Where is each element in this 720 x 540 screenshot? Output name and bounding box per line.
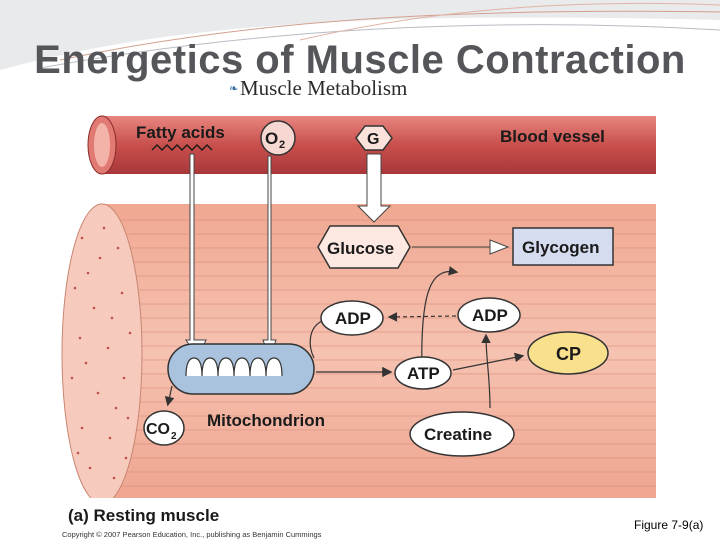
glycogen-arrow — [412, 239, 510, 255]
bullet-icon: ❧ — [229, 83, 239, 95]
o2-subscript: 2 — [279, 139, 285, 151]
creatine-oval — [409, 411, 515, 457]
blood-vessel-label: Blood vessel — [500, 127, 605, 146]
co2-subscript: 2 — [171, 431, 177, 442]
glucose-arrow — [356, 153, 392, 223]
cp-label: CP — [556, 344, 581, 364]
adp-right-oval — [457, 297, 521, 333]
glucose-label: Glucose — [327, 239, 394, 258]
panel-label-area — [60, 498, 656, 540]
slide-subtitle: Muscle Metabolism — [240, 76, 408, 100]
adp-left-oval — [320, 300, 384, 336]
creatine-label: Creatine — [424, 425, 492, 444]
mitochondrion-label: Mitochondrion — [207, 411, 325, 430]
o2-label: O — [265, 129, 278, 148]
slide-title: Energetics of Muscle Contraction — [34, 38, 686, 82]
fatty-acid-chain-icon — [151, 144, 213, 151]
fatty-acids-label: Fatty acids — [136, 123, 225, 142]
copyright-text: Copyright © 2007 Pearson Education, Inc.… — [62, 530, 322, 539]
creatine-adp-arrow — [481, 333, 491, 409]
adp-right-label: ADP — [472, 306, 508, 325]
co2-label: CO — [146, 421, 170, 438]
header-swoosh — [0, 0, 720, 70]
mito-co2-arrow — [164, 385, 175, 407]
figure-caption: Figure 7-9(a) — [634, 518, 704, 532]
atp-label: ATP — [407, 364, 440, 383]
glycogen-box — [512, 227, 614, 266]
o2-circle — [260, 120, 296, 156]
glycogen-label: Glycogen — [522, 238, 599, 257]
glucose-hexagon — [317, 225, 411, 269]
atp-oval — [394, 356, 452, 390]
co2-oval — [143, 410, 185, 446]
glucose-atp-arrow — [421, 266, 459, 374]
mitochondrion — [167, 343, 315, 395]
panel-label: (a) Resting muscle — [68, 506, 219, 525]
muscle-metabolism-diagram: Fatty acids O 2 G Blood vessel Glucose G… — [60, 115, 656, 540]
g-label: G — [367, 131, 379, 148]
cp-oval — [527, 331, 609, 375]
adp-mito-curve — [309, 320, 323, 359]
g-hexagon — [355, 125, 393, 151]
adp-left-label: ADP — [335, 309, 371, 328]
